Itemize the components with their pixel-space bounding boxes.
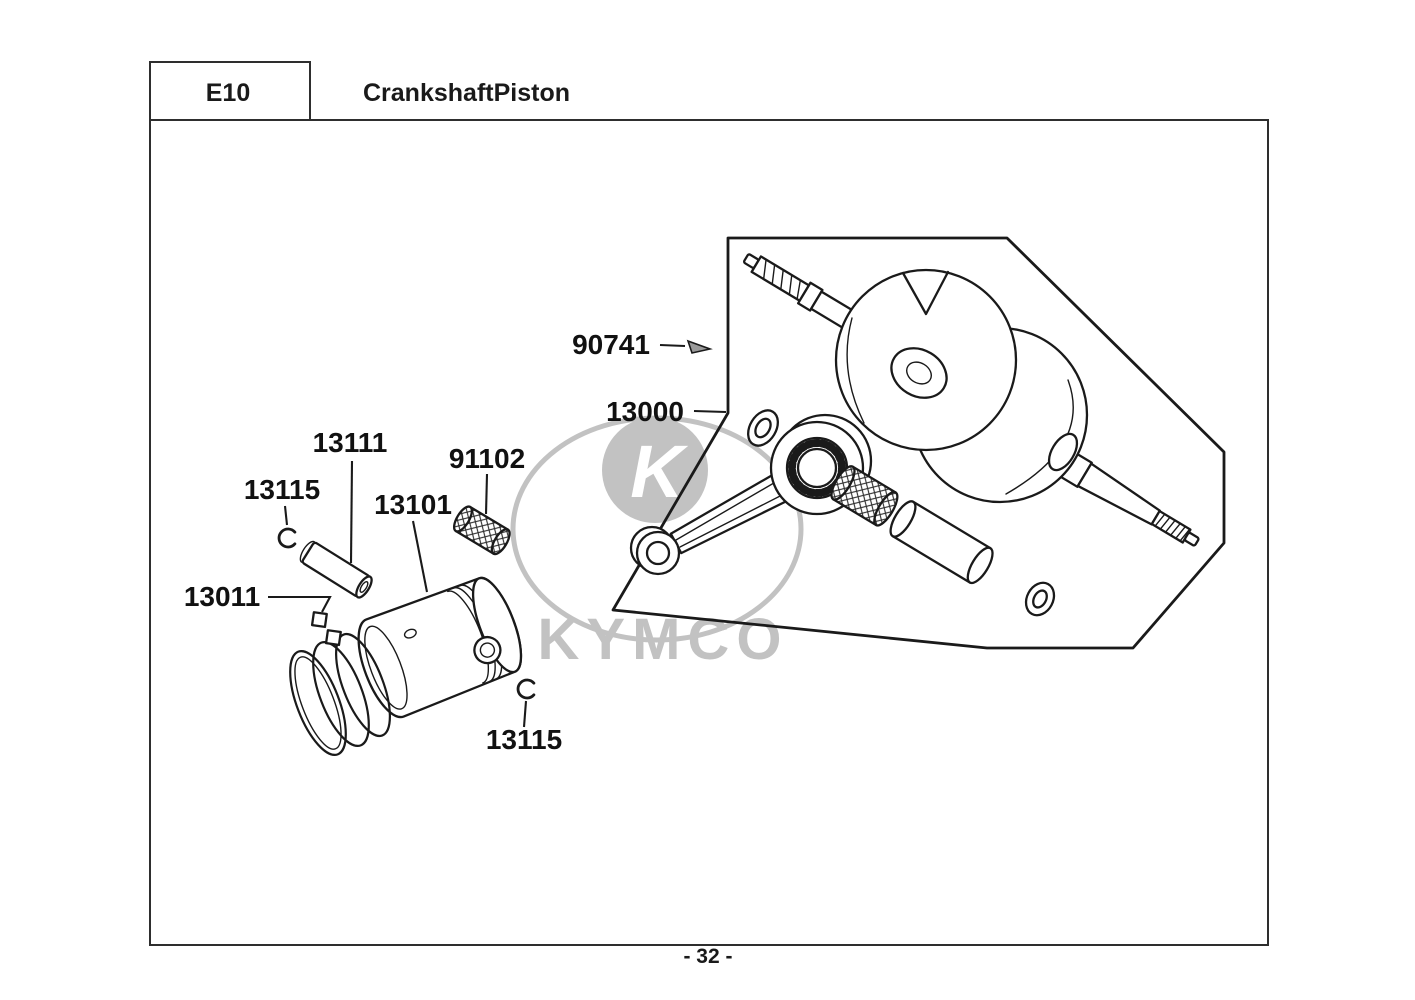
part-label-circlip-upper: 13115 xyxy=(244,474,320,505)
thrust-washer-drawing xyxy=(747,409,779,447)
part-label-piston-pin: 13111 xyxy=(313,427,388,458)
header-code-box xyxy=(149,61,311,121)
part-label-piston: 13101 xyxy=(374,489,452,520)
spacer-ring-drawing xyxy=(1024,581,1056,617)
piston-pin-bearing-drawing xyxy=(452,505,511,556)
diagram-frame xyxy=(149,119,1269,946)
crankshaft-drawing xyxy=(743,253,1200,547)
crankpin-drawing xyxy=(889,500,994,585)
part-label-crankshaft: 13000 xyxy=(606,396,684,427)
part-label-needle-bearing: 91102 xyxy=(449,443,525,474)
piston-drawing xyxy=(357,576,523,719)
leader-91102 xyxy=(484,473,489,515)
circlip-lower-drawing xyxy=(516,678,536,700)
watermark-emblem-letter: K xyxy=(630,430,688,513)
leader-13011 xyxy=(268,595,332,613)
ring-section-markers xyxy=(310,611,342,647)
watermark-brand-text: KYMCO xyxy=(538,607,789,672)
header-section-code: E10 xyxy=(206,79,250,107)
page-title: CrankshaftPiston xyxy=(363,79,570,107)
piston-pin-drawing xyxy=(299,540,373,599)
leader-13115-lower xyxy=(522,700,528,728)
leader-13101 xyxy=(411,520,429,593)
piston-rings-drawing xyxy=(289,632,391,756)
circlip-upper-drawing xyxy=(277,527,297,549)
leader-13000 xyxy=(693,409,727,414)
leader-13115-upper xyxy=(283,505,289,526)
part-label-woodruff-key: 90741 xyxy=(572,329,650,360)
crankpin-needle-bearing-drawing xyxy=(830,465,899,527)
page-number: - 32 - xyxy=(683,945,732,968)
part-label-circlip-lower: 13115 xyxy=(486,724,562,755)
crankshaft-assembly-panel xyxy=(611,236,1226,650)
part-label-ring-set: 13011 xyxy=(184,581,260,612)
woodruff-key-drawing xyxy=(686,339,713,354)
leader-lines xyxy=(268,343,727,728)
watermark-emblem-circle xyxy=(602,417,708,523)
kymco-watermark: K KYMCO xyxy=(510,415,804,672)
leader-90741 xyxy=(659,343,686,348)
leader-13111 xyxy=(349,460,354,564)
